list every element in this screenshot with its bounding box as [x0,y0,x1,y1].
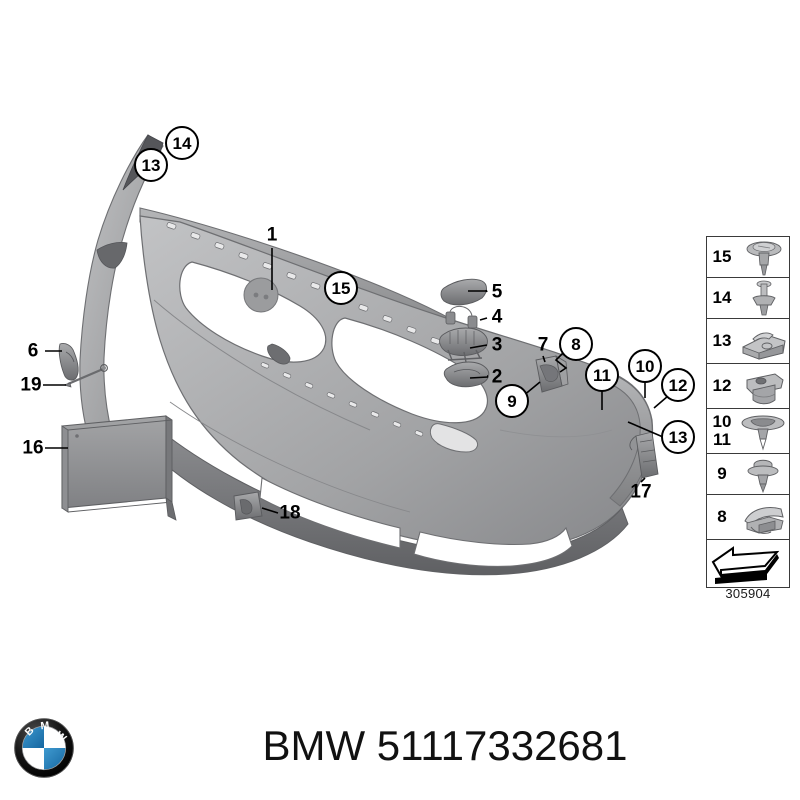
callout-8: 8 [559,327,593,361]
callout-11: 11 [585,358,619,392]
legend-number: 15 [712,247,732,267]
callout-13-left: 13 [134,148,168,182]
callout-14: 14 [165,126,199,160]
callout-2: 2 [491,366,503,388]
legend-numbers: 13 [707,332,737,350]
callout-1: 1 [266,224,278,246]
part-3-bracket-assembly [439,327,488,363]
legend-number: 10 [712,412,732,432]
callout-10: 10 [628,349,662,383]
part-19-screw [62,364,108,388]
part-2-mount [443,361,490,388]
part-17-bracket [629,431,659,479]
legend-numbers: 12 [707,377,737,395]
legend-numbers: 10 11 [707,413,737,449]
diagram-reference-number: 305904 [725,586,771,601]
callout-4: 4 [491,306,503,328]
callout-12: 12 [661,368,695,402]
part-16-license-plate-holder [61,415,177,521]
legend-numbers: 15 [707,248,737,266]
legend-row-12: 12 [707,364,789,409]
legend-number: 14 [712,288,732,308]
bmw-roundel-logo: B M W [14,718,74,778]
wide-flange-clip-icon [737,409,789,453]
callout-13-right: 13 [661,420,695,454]
part-6-bracket [58,343,79,381]
legend-row-10-11: 10 11 [707,409,789,454]
callout-5: 5 [491,281,503,303]
callout-3: 3 [491,334,503,356]
push-rivet-icon [737,454,789,494]
legend-number: 12 [712,376,732,396]
legend-row-15: 15 [707,237,789,278]
large-head-rivet-icon [737,237,789,277]
callout-7: 7 [537,334,549,356]
callout-17: 17 [630,481,652,503]
legend-number: 13 [712,331,732,351]
callout-15: 15 [324,271,358,305]
part-7-bracket [535,355,569,393]
part-5-tow-hook-cover [440,278,487,306]
callout-18: 18 [279,502,301,524]
spring-clip-icon [737,319,789,363]
legend-number: 11 [713,430,731,449]
part-18-clip [233,491,263,521]
direction-arrow-icon [707,540,789,587]
svg-text:M: M [40,720,50,733]
metal-spring-clip-icon [737,495,789,539]
legend-numbers: 8 [707,508,737,526]
part-number-title: BMW 51117332681 [262,722,628,769]
expanding-rivet-icon [737,278,789,318]
part-4-clips [445,306,478,329]
legend-row-direction-arrow [707,540,789,587]
legend-numbers: 14 [707,289,737,307]
legend-number: 9 [717,464,727,484]
leader-lines [43,248,669,514]
legend-row-13: 13 [707,319,789,364]
callout-6: 6 [27,340,39,362]
grommet-icon [737,364,789,408]
fastener-legend-panel: 15 14 [706,236,790,588]
legend-row-9: 9 [707,454,789,495]
legend-row-8: 8 [707,495,789,540]
legend-number: 8 [717,507,727,527]
callout-16: 16 [22,437,44,459]
callout-9: 9 [495,384,529,418]
legend-numbers: 9 [707,465,737,483]
callout-19: 19 [20,374,42,396]
legend-row-14: 14 [707,278,789,319]
